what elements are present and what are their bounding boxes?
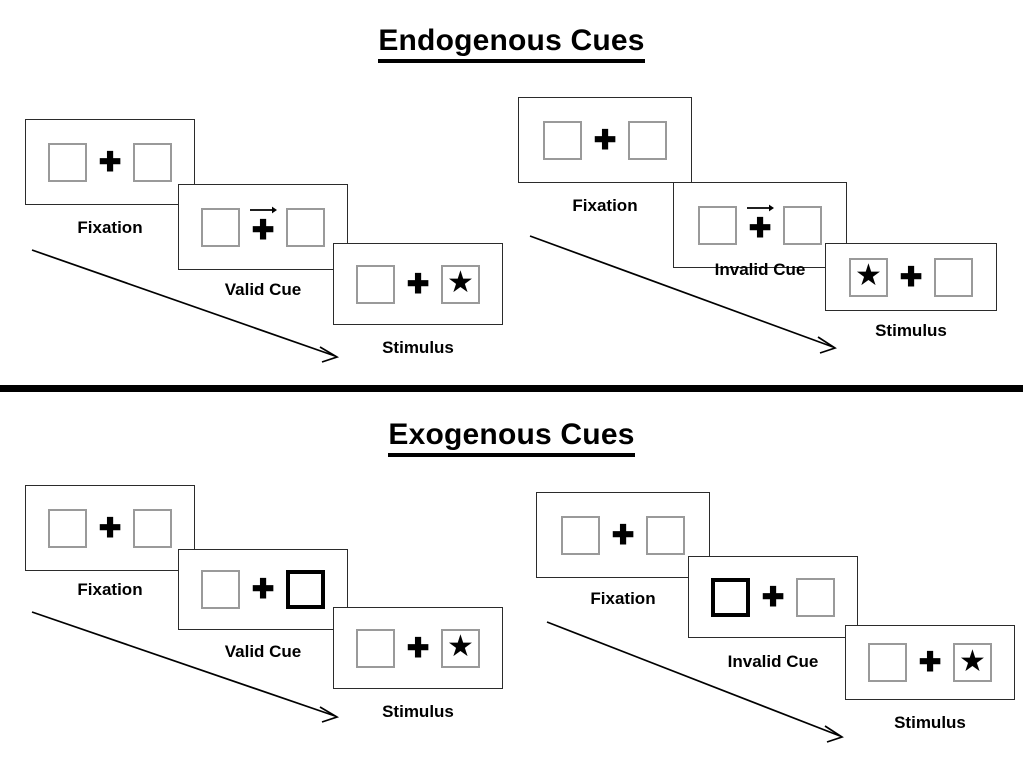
fixation-center: ✚ xyxy=(737,199,783,251)
panel-label-endogenous-valid-stimulus: Stimulus xyxy=(382,338,454,357)
fixation-plus-icon: ✚ xyxy=(761,581,785,612)
star-icon: ★ xyxy=(959,644,986,678)
fixation-center: ✚ xyxy=(240,564,286,616)
fixation-plus-icon: ✚ xyxy=(918,647,942,677)
panel-label-exogenous-invalid-fixation: Fixation xyxy=(590,589,656,608)
section-divider xyxy=(0,385,1023,392)
panel-label-endogenous-invalid-fixation: Fixation xyxy=(572,196,638,215)
fixation-plus-icon: ✚ xyxy=(899,261,923,292)
panel-endogenous-valid-fixation: ✚ xyxy=(25,119,195,205)
left-box xyxy=(201,207,240,247)
fixation-plus-icon: ✚ xyxy=(748,213,772,243)
star-icon: ★ xyxy=(447,630,474,663)
time-flow-arrow-endogenous-valid xyxy=(31,249,340,363)
panel-endogenous-invalid-fixation: ✚ xyxy=(518,97,692,183)
fixation-plus-icon: ✚ xyxy=(406,268,430,299)
fixation-center: ✚ xyxy=(888,251,934,303)
section-title-exogenous-text: Exogenous Cues xyxy=(388,418,635,457)
right-box xyxy=(628,120,667,160)
fixation-center: ✚ xyxy=(907,637,953,689)
left-box xyxy=(561,515,600,555)
left-box xyxy=(356,264,395,304)
fixation-plus-icon: ✚ xyxy=(593,124,617,155)
cue-right-arrow-icon xyxy=(747,204,774,212)
panel-label-exogenous-valid-stimulus: Stimulus xyxy=(382,702,454,721)
fixation-center: ✚ xyxy=(750,571,796,623)
panel-label-endogenous-invalid-cue: Invalid Cue xyxy=(714,260,806,279)
panel-endogenous-invalid-cue: ✚ xyxy=(673,182,847,268)
panel-label-endogenous-valid-cue: Valid Cue xyxy=(224,280,302,299)
fixation-center: ✚ xyxy=(395,258,441,310)
left-box xyxy=(48,508,87,548)
panel-exogenous-invalid-fixation: ✚ xyxy=(536,492,710,578)
panel-exogenous-invalid-cue: ✚ xyxy=(688,556,858,638)
left-box xyxy=(201,570,240,609)
panel-label-exogenous-valid-cue: Valid Cue xyxy=(224,642,302,661)
right-box xyxy=(646,515,685,555)
panel-endogenous-invalid-stimulus: ★ ✚ xyxy=(825,243,997,311)
fixation-center: ✚ xyxy=(395,622,441,674)
fixation-plus-icon: ✚ xyxy=(251,215,275,245)
right-box xyxy=(133,508,172,548)
time-flow-arrow-exogenous-invalid xyxy=(546,621,844,743)
fixation-plus-icon: ✚ xyxy=(98,146,122,177)
right-box xyxy=(286,207,325,247)
panel-exogenous-valid-cue: ✚ xyxy=(178,549,348,630)
panel-exogenous-valid-stimulus: ✚ ★ xyxy=(333,607,503,689)
panel-exogenous-invalid-stimulus: ✚ ★ xyxy=(845,625,1015,700)
fixation-plus-icon: ✚ xyxy=(406,632,430,663)
right-box-cued xyxy=(286,570,325,609)
right-box-target: ★ xyxy=(441,628,480,668)
time-flow-arrow-endogenous-invalid xyxy=(529,235,837,354)
left-box-target: ★ xyxy=(849,257,888,297)
left-box xyxy=(868,643,907,682)
right-box xyxy=(934,257,973,297)
time-flow-arrow-exogenous-valid xyxy=(31,611,340,723)
star-icon: ★ xyxy=(447,266,474,299)
panel-endogenous-valid-cue: ✚ xyxy=(178,184,348,270)
fixation-plus-icon: ✚ xyxy=(251,574,275,604)
fixation-center: ✚ xyxy=(240,201,286,253)
panel-label-endogenous-invalid-stimulus: Stimulus xyxy=(875,321,947,340)
section-title-endogenous: Endogenous Cues xyxy=(0,24,1023,63)
panel-exogenous-valid-fixation: ✚ xyxy=(25,485,195,571)
fixation-center: ✚ xyxy=(582,114,628,166)
right-box-target: ★ xyxy=(441,264,480,304)
right-box-target: ★ xyxy=(953,643,992,682)
right-box xyxy=(133,142,172,182)
section-title-exogenous: Exogenous Cues xyxy=(0,418,1023,457)
panel-endogenous-valid-stimulus: ✚ ★ xyxy=(333,243,503,325)
star-icon: ★ xyxy=(855,259,882,292)
left-box xyxy=(48,142,87,182)
fixation-plus-icon: ✚ xyxy=(98,512,122,543)
panel-label-endogenous-valid-fixation: Fixation xyxy=(77,218,143,237)
panel-label-exogenous-invalid-stimulus: Stimulus xyxy=(894,713,966,732)
left-box xyxy=(356,628,395,668)
panel-label-exogenous-invalid-cue: Invalid Cue xyxy=(727,652,819,671)
cue-right-arrow-icon xyxy=(250,206,277,214)
right-box xyxy=(783,205,822,245)
right-box xyxy=(796,577,835,617)
fixation-plus-icon: ✚ xyxy=(611,519,635,550)
left-box xyxy=(543,120,582,160)
fixation-center: ✚ xyxy=(87,136,133,188)
section-title-endogenous-text: Endogenous Cues xyxy=(378,24,645,63)
fixation-center: ✚ xyxy=(87,502,133,554)
panel-label-exogenous-valid-fixation: Fixation xyxy=(77,580,143,599)
fixation-center: ✚ xyxy=(600,509,646,561)
left-box xyxy=(698,205,737,245)
left-box-cued xyxy=(711,577,750,617)
